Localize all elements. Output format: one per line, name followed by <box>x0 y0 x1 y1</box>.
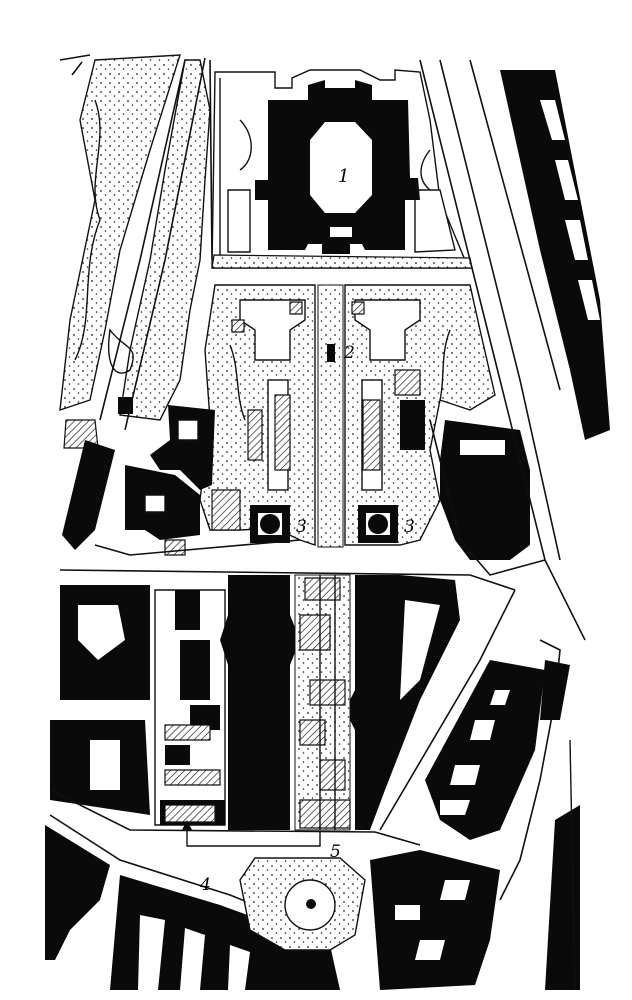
label-route: 5 <box>330 842 341 862</box>
bottom-left-blocks <box>45 789 421 990</box>
route-line <box>182 820 321 847</box>
lower-right-blocks <box>370 589 580 991</box>
label-cathedral: 1 <box>338 166 349 187</box>
buildings-right-of-square <box>400 400 546 576</box>
dot-icon <box>306 899 316 909</box>
twin-long-buildings <box>220 574 460 831</box>
label-pavilion-right: 3 <box>404 517 415 537</box>
label-street: 4 <box>199 875 211 895</box>
lower-left-blocks <box>50 569 516 826</box>
label-square: 2 <box>343 343 355 363</box>
street-lines-left <box>99 57 213 431</box>
building-row-top-right <box>419 59 610 641</box>
pavilion-right <box>358 505 398 543</box>
pavilion-left <box>250 505 290 543</box>
arrow-up-icon <box>182 820 192 830</box>
buildings-left-of-square <box>62 405 301 556</box>
garden-plaza <box>239 857 366 951</box>
cathedral-block <box>211 69 473 269</box>
label-pavilion-left: 3 <box>296 517 307 537</box>
